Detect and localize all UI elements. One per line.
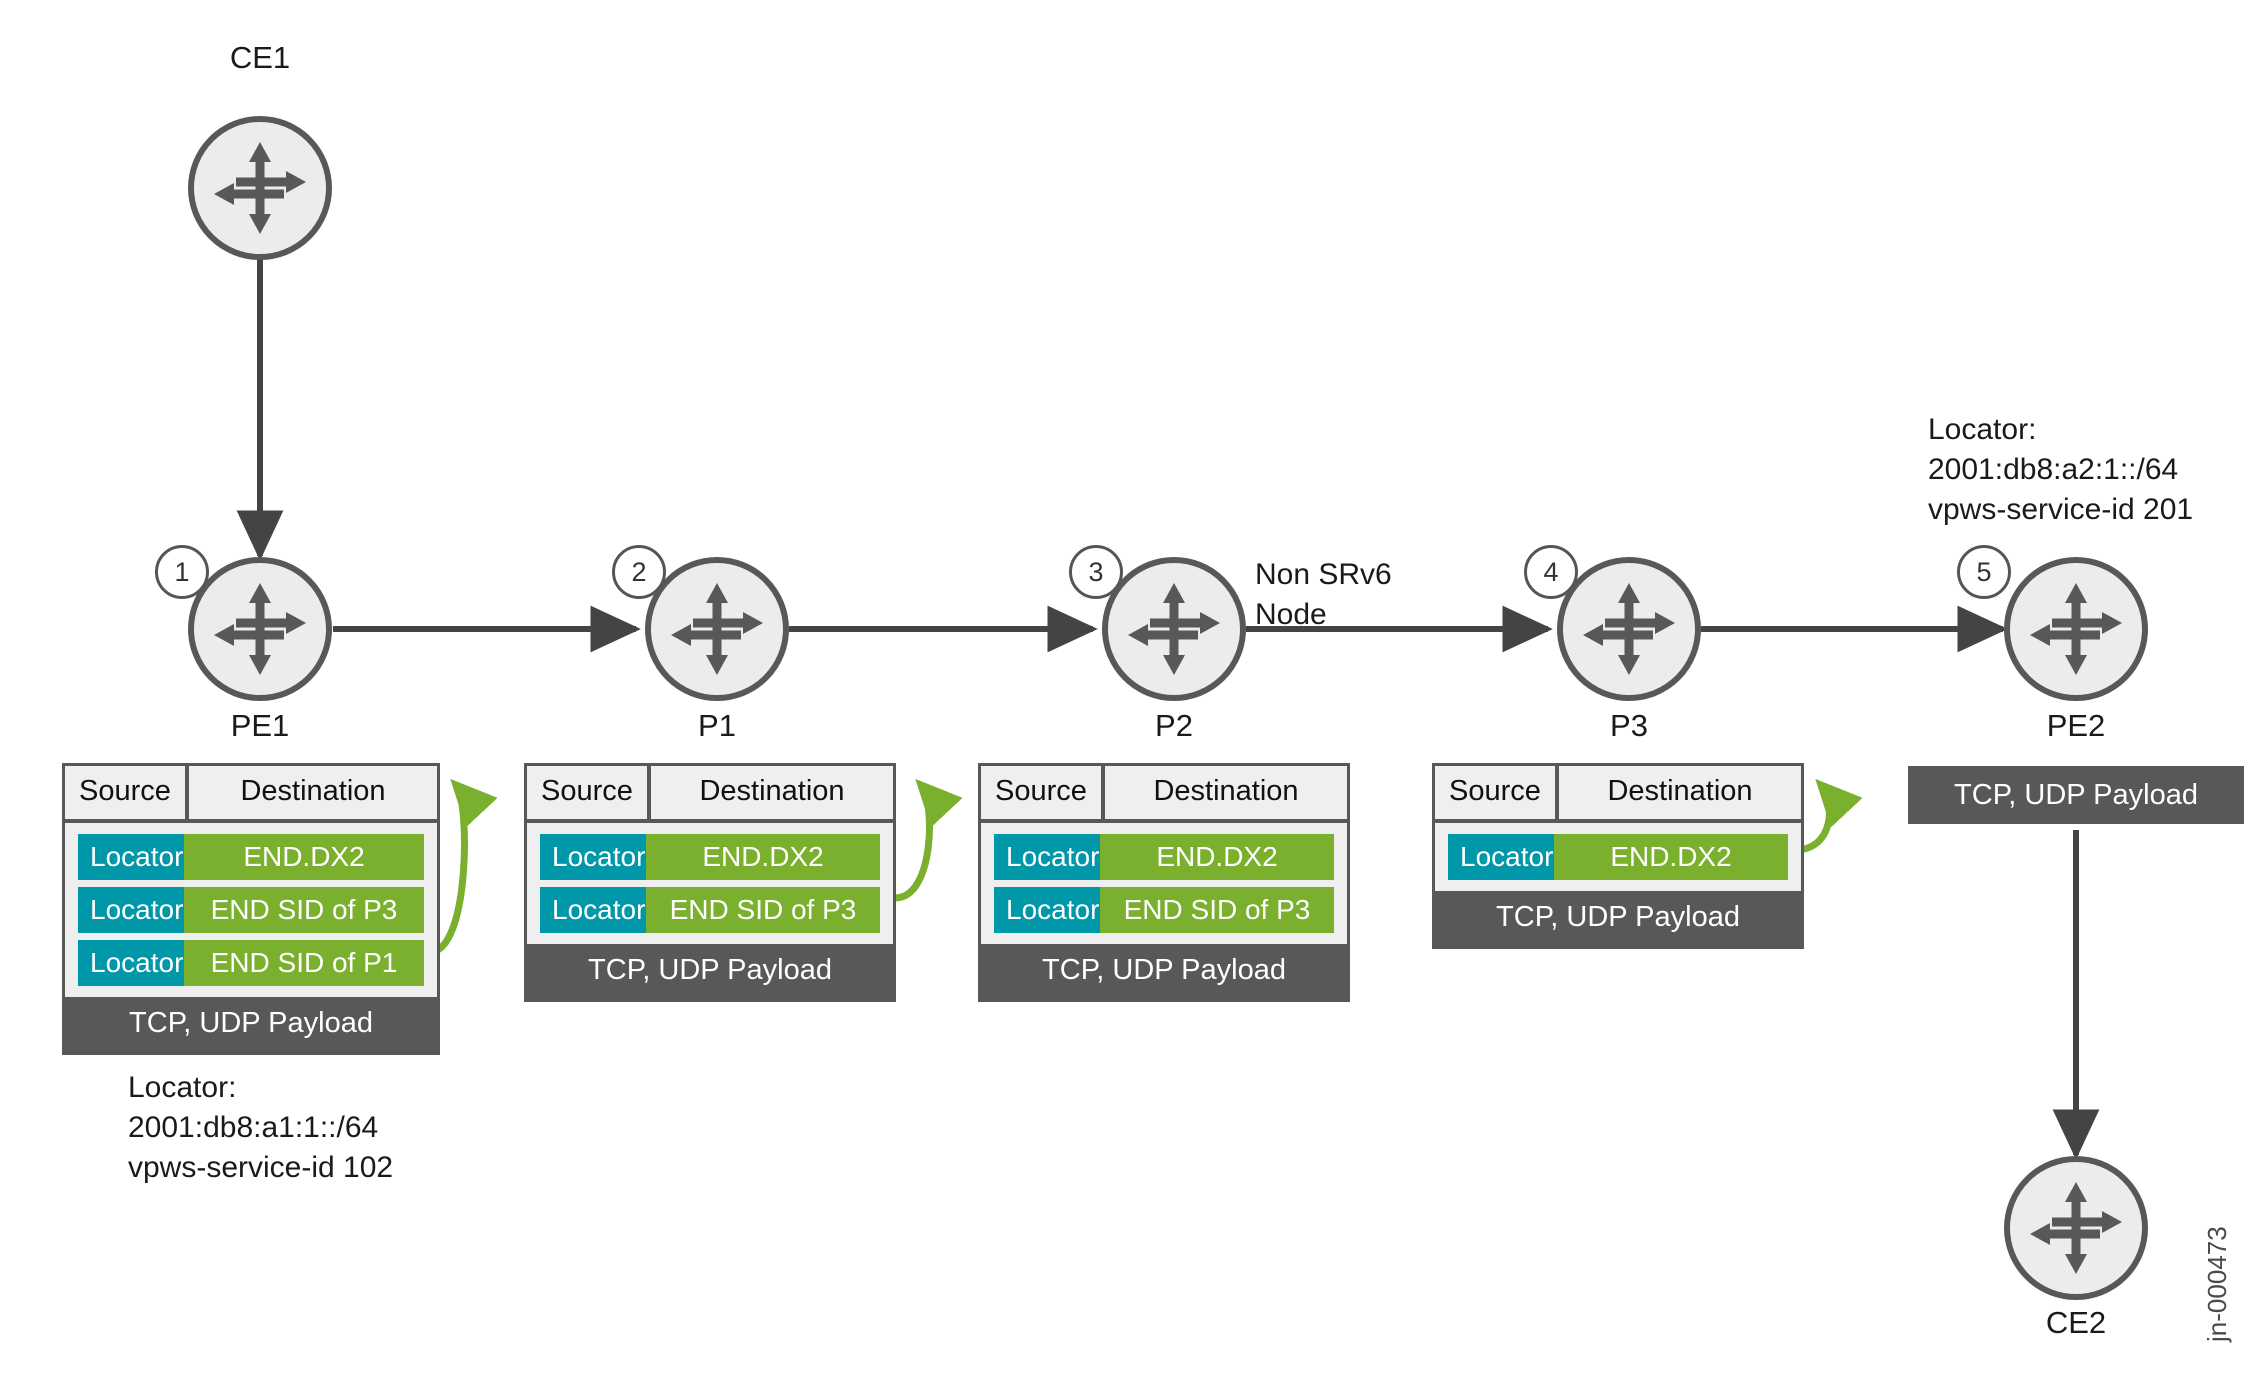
locator-cell: Locator <box>78 940 184 986</box>
locator-cell: Locator <box>994 834 1100 880</box>
annotation-right-locator: Locator: 2001:db8:a2:1::/64 vpws-service… <box>1928 413 2194 526</box>
node-label-p2: P2 <box>1155 708 1193 743</box>
sid-row: Locator END SID of P3 <box>994 887 1334 933</box>
packet-stack-p3: Source Destination Locator END.DX2 TCP, … <box>1432 763 1804 949</box>
node-p3[interactable] <box>1557 557 1701 701</box>
step-badge-1: 1 <box>155 545 209 599</box>
payload-cell: TCP, UDP Payload <box>981 944 1347 999</box>
packet-destination-header: Destination <box>189 766 437 819</box>
packet-stack-pe1: Source Destination Locator END.DX2 Locat… <box>62 763 440 1055</box>
node-p1[interactable] <box>645 557 789 701</box>
step-badge-4: 4 <box>1524 545 1578 599</box>
node-label-pe2: PE2 <box>2046 708 2106 743</box>
locator-cell: Locator <box>78 834 184 880</box>
annotation-left-locator: Locator: 2001:db8:a1:1::/64 vpws-service… <box>128 1071 394 1184</box>
payload-cell: TCP, UDP Payload <box>527 944 893 999</box>
node-ce2[interactable] <box>2004 1156 2148 1300</box>
node-label-p1: P1 <box>698 708 736 743</box>
router-icon <box>214 583 306 675</box>
router-icon <box>2030 583 2122 675</box>
packet-source-header: Source <box>981 766 1101 819</box>
packet-stack-p1: Source Destination Locator END.DX2 Locat… <box>524 763 896 1002</box>
packet-destination-header: Destination <box>1559 766 1801 819</box>
locator-cell: Locator <box>540 887 646 933</box>
node-label-p3: P3 <box>1610 708 1648 743</box>
packet-header-row: Source Destination <box>978 763 1350 819</box>
sid-stack: Locator END.DX2 Locator END SID of P3 <box>527 823 893 944</box>
router-icon <box>1583 583 1675 675</box>
packet-header-row: Source Destination <box>62 763 440 819</box>
router-icon <box>1128 583 1220 675</box>
locator-cell: Locator <box>1448 834 1554 880</box>
node-ce1[interactable] <box>188 116 332 260</box>
node-disc <box>188 116 332 260</box>
packet-header-row: Source Destination <box>524 763 896 819</box>
sid-row: Locator END SID of P3 <box>540 887 880 933</box>
sid-cell: END.DX2 <box>1554 834 1788 880</box>
sid-cell: END.DX2 <box>184 834 424 880</box>
router-icon <box>2030 1182 2122 1274</box>
sid-row: Locator END.DX2 <box>540 834 880 880</box>
node-label-ce1: CE1 <box>229 40 291 75</box>
node-pe1[interactable] <box>188 557 332 701</box>
payload-cell: TCP, UDP Payload <box>1435 891 1801 946</box>
figure-id-watermark: jn-000473 <box>2202 1226 2232 1342</box>
step-badge-2: 2 <box>612 545 666 599</box>
step-badge-5: 5 <box>1957 545 2011 599</box>
sid-row: Locator END.DX2 <box>78 834 424 880</box>
router-icon <box>671 583 763 675</box>
sid-row: Locator END SID of P1 <box>78 940 424 986</box>
sid-cell: END SID of P1 <box>184 940 424 986</box>
sid-row: Locator END.DX2 <box>994 834 1334 880</box>
packet-stack-pe2: TCP, UDP Payload <box>1908 766 2244 824</box>
packet-destination-header: Destination <box>1105 766 1347 819</box>
node-disc <box>1557 557 1701 701</box>
sid-stack: Locator END.DX2 Locator END SID of P3 Lo… <box>65 823 437 997</box>
packet-body: Locator END.DX2 Locator END SID of P3 TC… <box>524 819 896 1002</box>
packet-destination-header: Destination <box>651 766 893 819</box>
node-disc <box>645 557 789 701</box>
locator-cell: Locator <box>78 887 184 933</box>
packet-body: Locator END.DX2 Locator END SID of P3 TC… <box>978 819 1350 1002</box>
sid-stack: Locator END.DX2 Locator END SID of P3 <box>981 823 1347 944</box>
sid-cell: END SID of P3 <box>1100 887 1334 933</box>
payload-cell: TCP, UDP Payload <box>65 997 437 1052</box>
packet-source-header: Source <box>1435 766 1555 819</box>
packet-body: Locator END.DX2 Locator END SID of P3 Lo… <box>62 819 440 1055</box>
sid-stack: Locator END.DX2 <box>1435 823 1801 891</box>
sid-cell: END.DX2 <box>646 834 880 880</box>
packet-source-header: Source <box>65 766 185 819</box>
node-label-pe1: PE1 <box>230 708 290 743</box>
packet-source-header: Source <box>527 766 647 819</box>
node-p2[interactable] <box>1102 557 1246 701</box>
sid-row: Locator END.DX2 <box>1448 834 1788 880</box>
locator-cell: Locator <box>540 834 646 880</box>
step-badge-3: 3 <box>1069 545 1123 599</box>
router-icon <box>214 142 306 234</box>
pop-arrow-p1 <box>894 778 963 902</box>
sid-cell: END SID of P3 <box>646 887 880 933</box>
node-label-ce2: CE2 <box>2045 1305 2107 1340</box>
packet-body: Locator END.DX2 TCP, UDP Payload <box>1432 819 1804 949</box>
sid-row: Locator END SID of P3 <box>78 887 424 933</box>
packet-header-row: Source Destination <box>1432 763 1804 819</box>
locator-cell: Locator <box>994 887 1100 933</box>
sid-cell: END SID of P3 <box>184 887 424 933</box>
annotation-non-srv6-node: Non SRv6 Node <box>1255 558 1392 631</box>
node-pe2[interactable] <box>2004 557 2148 701</box>
packet-stack-p2: Source Destination Locator END.DX2 Locat… <box>978 763 1350 1002</box>
sid-cell: END.DX2 <box>1100 834 1334 880</box>
